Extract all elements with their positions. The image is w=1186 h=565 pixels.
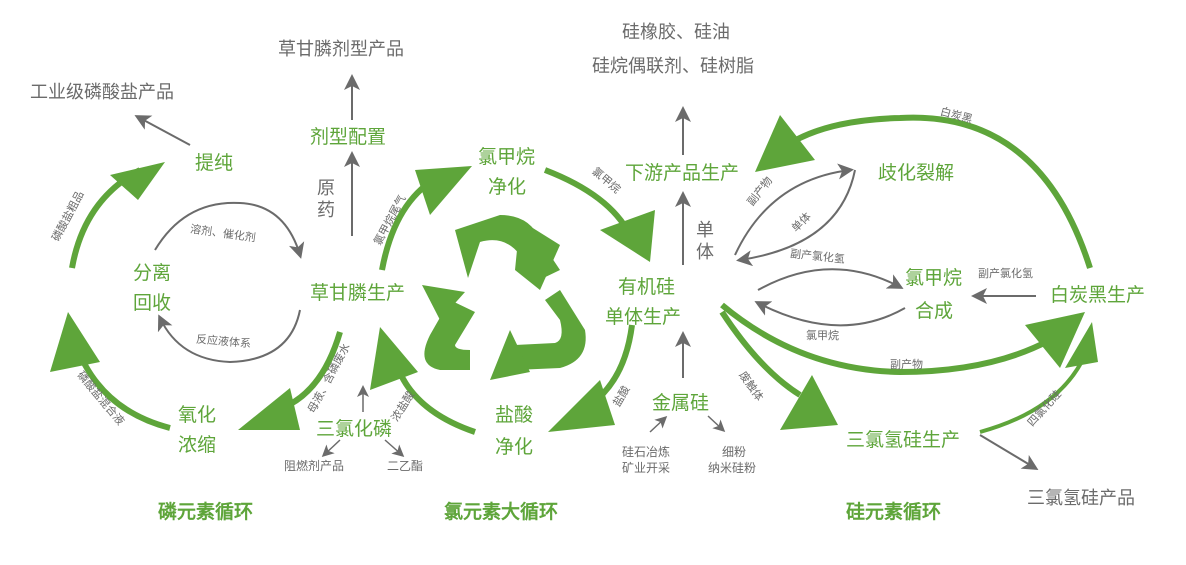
title-phosphorus-cycle: 磷元素循环	[158, 501, 254, 523]
product-si-powder-2: 纳米硅粉	[708, 461, 757, 475]
green-arrowhead	[1065, 322, 1098, 368]
gray-arrows	[134, 74, 1039, 471]
green-arrowhead	[370, 327, 418, 390]
gray-arrow-reaction	[157, 309, 301, 364]
node-chloromethane-purify-2: 净化	[488, 176, 527, 198]
green-arrowhead	[548, 380, 615, 432]
node-separate-1: 分离	[133, 262, 172, 284]
source-si-1: 硅石冶炼	[622, 445, 671, 459]
silicon-gray-loops	[734, 163, 906, 327]
node-purify: 提纯	[195, 152, 234, 174]
node-chloromethane-synth-1: 氯甲烷	[905, 267, 963, 289]
title-silicon-cycle: 硅元素循环	[846, 501, 942, 523]
label-monomer-1: 单	[696, 220, 714, 241]
label-api-1: 原	[317, 178, 335, 199]
green-arrowhead	[110, 162, 165, 200]
label-api-2: 药	[317, 200, 335, 221]
source-si-2: 矿业开采	[622, 461, 671, 475]
node-oxidize-2: 浓缩	[178, 434, 217, 456]
green-arrowhead	[755, 115, 815, 172]
product-si-powder-1: 细粉	[722, 445, 747, 459]
node-cracking: 歧化裂解	[878, 162, 955, 184]
product-diethyl: 二乙酯	[387, 459, 424, 473]
label-byproduct-hcl-2: 副产氯化氢	[978, 267, 1033, 280]
gray-arrow-solvent	[154, 201, 305, 259]
node-trichlorosilane: 三氯氢硅生产	[846, 429, 961, 451]
separation-loop	[154, 201, 305, 364]
node-metal-si: 金属硅	[652, 392, 710, 414]
product-flame-retardant: 阻燃剂产品	[284, 459, 345, 473]
node-glyphosate: 草甘膦生产	[310, 282, 406, 304]
green-arrowhead	[600, 210, 655, 262]
node-pcl3: 三氯化磷	[316, 418, 393, 440]
label-chloromethane-2: 氯甲烷	[806, 329, 839, 342]
green-arrowhead	[238, 388, 300, 430]
recycle-icon	[422, 215, 586, 380]
product-glyphosate-formulation: 草甘膦剂型产品	[278, 39, 404, 60]
node-hcl-purify-1: 盐酸	[495, 404, 534, 426]
green-arrowhead	[1025, 312, 1085, 368]
title-chlorine-cycle: 氯元素大循环	[444, 501, 559, 523]
node-downstream: 下游产品生产	[625, 162, 740, 184]
node-chloromethane-purify-1: 氯甲烷	[478, 146, 536, 168]
product-industrial-phosphate: 工业级磷酸盐产品	[30, 82, 174, 103]
green-arrowhead	[50, 312, 100, 372]
node-oxidize-1: 氧化	[178, 404, 217, 426]
node-hcl-purify-2: 净化	[495, 436, 534, 458]
green-arrowhead	[780, 375, 838, 430]
label-monomer-2: 体	[696, 242, 714, 263]
product-silicone-line1: 硅橡胶、硅油	[622, 22, 730, 43]
node-separate-2: 回收	[133, 292, 172, 314]
product-trichlorosilane: 三氯氢硅产品	[1027, 488, 1135, 509]
node-chloromethane-synth-2: 合成	[915, 300, 954, 322]
product-silicone-line2: 硅烷偶联剂、硅树脂	[592, 56, 754, 77]
node-white-carbon: 白炭黑生产	[1050, 284, 1146, 306]
silicon-cycle-arrows	[543, 114, 1098, 434]
green-arrowhead	[415, 166, 472, 215]
node-formulation: 剂型配置	[310, 126, 387, 148]
phosphorus-cycle-arrows	[50, 162, 476, 435]
node-silicone-monomer-2: 单体生产	[605, 306, 682, 328]
label-byproduct-2: 副产物	[890, 358, 923, 371]
node-silicone-monomer-1: 有机硅	[618, 276, 676, 298]
